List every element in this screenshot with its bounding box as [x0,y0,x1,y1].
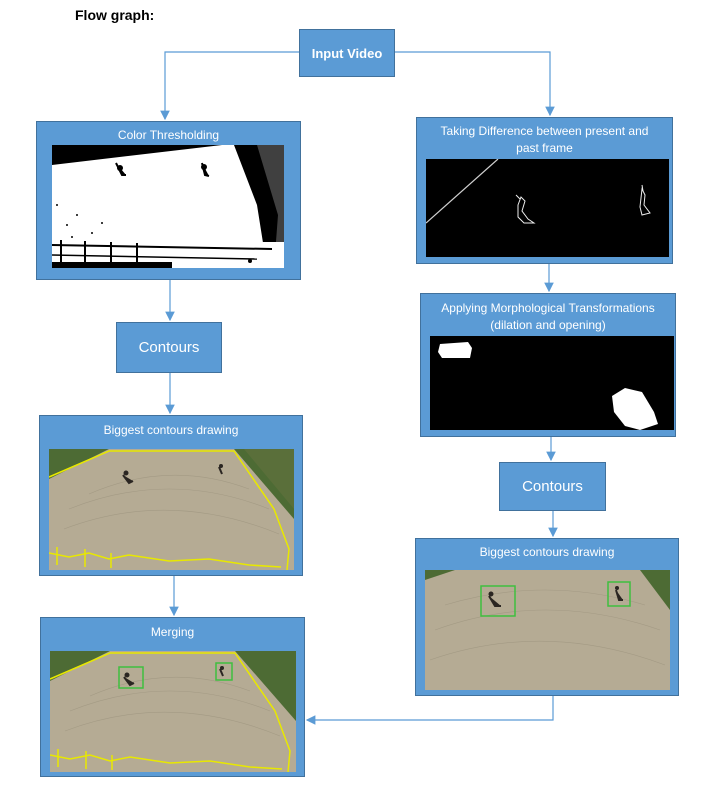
frame-difference-image [426,159,669,257]
flow-graph-heading: Flow graph: [75,7,155,23]
morphology-node: Applying Morphological Transformations (… [420,293,676,437]
input-video-label: Input Video [311,45,383,61]
morphology-label-line2: (dilation and opening) [490,318,606,332]
biggest-contours-right-image [425,570,670,690]
morphology-mask-image [430,336,674,430]
color-thresholding-node: Color Thresholding [36,121,301,280]
contours-right-label: Contours [522,478,583,495]
biggest-contours-right-label: Biggest contours drawing [479,545,615,559]
biggest-contours-left-label: Biggest contours drawing [103,423,239,437]
biggest-contours-left-image [49,449,294,570]
arrow-input-to-threshold [160,51,300,121]
arrow-biggest-right-to-merging [305,696,554,725]
input-video-node: Input Video [299,29,395,77]
threshold-mask-image [52,145,284,268]
arrow-input-to-difference [395,51,555,117]
frame-difference-label-line2: past frame [516,141,573,155]
contours-left-label: Contours [138,339,200,356]
frame-difference-label-line1: Taking Difference between present and [440,124,649,138]
color-thresholding-label: Color Thresholding [117,128,220,142]
frame-difference-node: Taking Difference between present and pa… [416,117,673,264]
contours-left-node: Contours [116,322,222,373]
merging-image [50,651,296,772]
biggest-contours-left-node: Biggest contours drawing [39,415,303,576]
morphology-label-line1: Applying Morphological Transformations [441,301,655,315]
merging-label: Merging [150,625,195,639]
merging-node: Merging [40,617,305,777]
contours-right-node: Contours [499,462,606,511]
biggest-contours-right-node: Biggest contours drawing [415,538,679,696]
